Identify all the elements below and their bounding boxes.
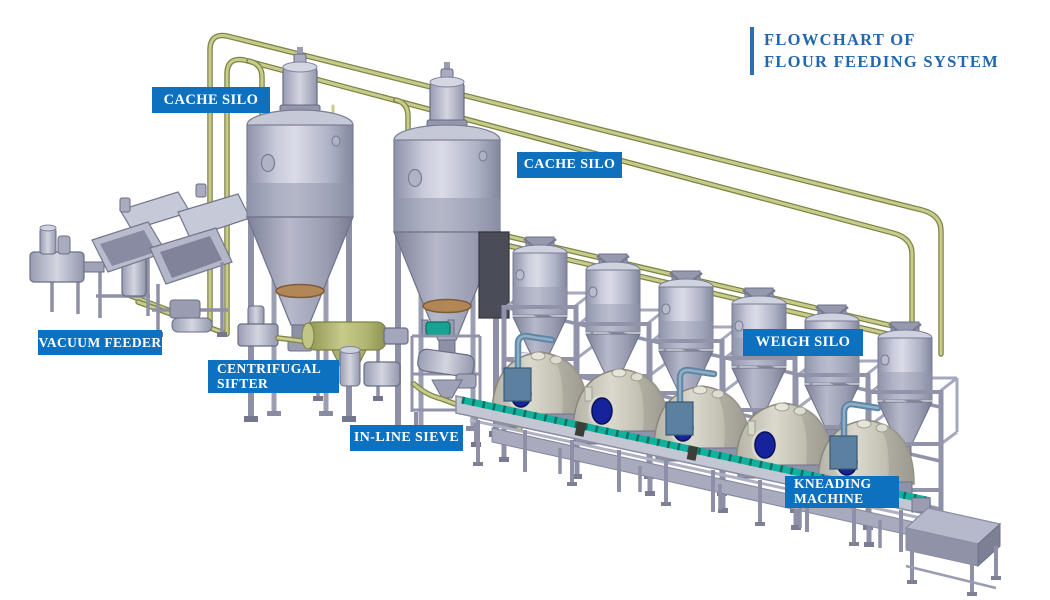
dump-station-panel-graphic <box>478 231 510 319</box>
dosing-pipe-2-graphic <box>665 366 718 436</box>
diagram-title: FLOWCHART OF FLOUR FEEDING SYSTEM <box>750 27 999 75</box>
label-cache-silo-2: CACHE SILO <box>517 152 622 178</box>
label-kneading-machine-line2: MACHINE <box>794 491 864 506</box>
title-line-2: FLOUR FEEDING SYSTEM <box>764 51 1000 71</box>
label-in-line-sieve: IN-LINE SIEVE <box>350 425 463 451</box>
label-weigh-silo: WEIGH SILO <box>743 329 863 356</box>
label-centrifugal-sifter-line2: SIFTER <box>217 375 269 391</box>
title-line-1: FLOWCHART OF <box>764 30 916 49</box>
label-cache-silo-1-text: CACHE SILO <box>163 91 259 108</box>
dosing-pipe-3-graphic <box>829 400 882 470</box>
dosing-pipe-1-graphic <box>503 332 556 402</box>
sieve-discharge-pipe-graphic <box>411 381 523 431</box>
label-centrifugal-sifter: CENTRIFUGAL SIFTER <box>208 360 339 393</box>
vacuum-feeder-graphic <box>29 183 251 337</box>
label-cache-silo-2-text: CACHE SILO <box>523 157 616 172</box>
label-centrifugal-sifter-line1: CENTRIFUGAL <box>217 360 322 376</box>
label-in-line-sieve-text: IN-LINE SIEVE <box>353 430 460 445</box>
label-weigh-silo-text: WEIGH SILO <box>755 334 851 350</box>
label-vacuum-feeder-text: VACUUM FEEDER <box>38 334 162 350</box>
label-kneading-machine: KNEADING MACHINE <box>785 476 899 508</box>
in-line-sieve-graphic <box>339 319 482 447</box>
discharge-trough-graphic <box>904 497 1002 596</box>
label-kneading-machine-line1: KNEADING <box>794 476 872 492</box>
label-vacuum-feeder: VACUUM FEEDER <box>38 330 162 355</box>
label-cache-silo-1: CACHE SILO <box>152 87 270 113</box>
kneading-machine-row-graphic <box>491 332 915 496</box>
